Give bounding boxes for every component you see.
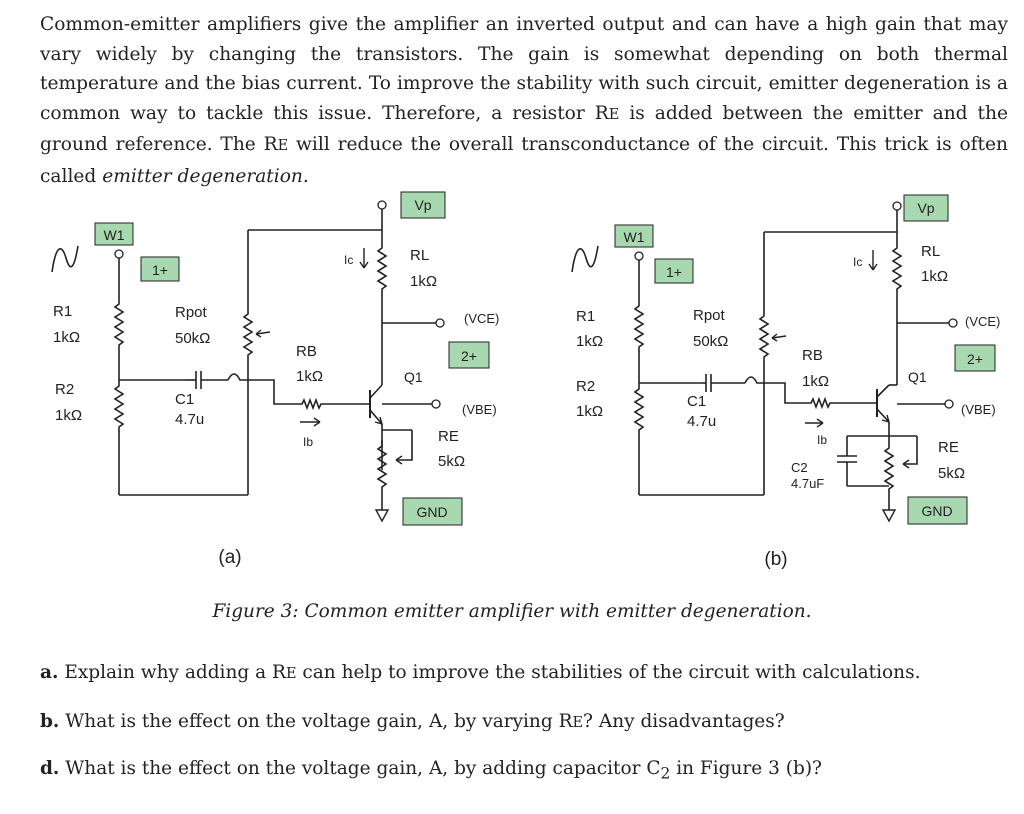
- question-a: a. Explain why adding a RE can help to i…: [40, 662, 921, 683]
- re-symbol: RE: [272, 662, 297, 683]
- sine-source-icon: [51, 245, 79, 273]
- gnd-label-box: [907, 496, 968, 525]
- circuit-b: W1 1+ R1 1kΩ R2 1kΩ C1 4.7u Rpot 50kΩ RB…: [571, 194, 1000, 570]
- re-value: 5kΩ: [438, 453, 465, 470]
- w1-label-box: [614, 224, 654, 248]
- re-symbol: RE: [263, 134, 289, 156]
- r2-label: R2: [576, 378, 595, 395]
- r1-value: 1kΩ: [53, 329, 80, 346]
- c2-label: C2: [791, 460, 808, 475]
- rpot-label: Rpot: [175, 304, 208, 321]
- question-d: d. What is the effect on the voltage gai…: [40, 758, 822, 783]
- ib-label: Ib: [817, 433, 827, 447]
- rl-value: 1kΩ: [410, 273, 437, 290]
- source-plus-box: [654, 258, 694, 284]
- rb-value: 1kΩ: [296, 368, 323, 385]
- source-plus-box: [140, 256, 180, 282]
- source-plus-label: 1+: [666, 264, 682, 280]
- r1-label: R1: [53, 303, 72, 320]
- ib-label: Ib: [303, 435, 313, 449]
- emitter-degeneration-term: emitter degeneration.: [102, 165, 309, 187]
- r1-value: 1kΩ: [576, 333, 603, 350]
- re-symbol: RE: [594, 102, 620, 124]
- w1-label: W1: [104, 227, 125, 243]
- r2-value: 1kΩ: [55, 407, 82, 424]
- vbe-label: (VBE): [961, 402, 996, 417]
- rpot-value: 50kΩ: [175, 330, 210, 347]
- c1-value: 4.7u: [687, 413, 716, 430]
- rb-label: RB: [802, 347, 823, 364]
- label-b: (b): [764, 549, 787, 570]
- gnd-label: GND: [416, 504, 447, 520]
- c2-value: 4.7uF: [791, 476, 824, 491]
- c1-value: 4.7u: [175, 411, 204, 428]
- rl-label: RL: [921, 243, 940, 260]
- w1-label: W1: [624, 229, 645, 245]
- rl-value: 1kΩ: [921, 268, 948, 285]
- circuit-a: W1 1+ R1 1kΩ R2 1kΩ C1 4.7u Rpot 50kΩ: [51, 191, 499, 568]
- vp-label-box: [400, 191, 446, 219]
- rpot-value: 50kΩ: [693, 333, 728, 350]
- intro-sentence-3: will reduce the overall transconductance…: [40, 134, 1008, 187]
- gnd-label: GND: [921, 503, 952, 519]
- rb-value: 1kΩ: [802, 373, 829, 390]
- rl-label: RL: [410, 247, 429, 264]
- ground-icon: [881, 509, 897, 523]
- q1-label: Q1: [404, 369, 423, 385]
- vp-label-box: [903, 194, 949, 222]
- source-plus-label: 1+: [152, 262, 168, 278]
- re-value: 5kΩ: [938, 465, 965, 482]
- sine-source-icon: [571, 245, 599, 273]
- re-label: RE: [438, 428, 459, 445]
- meter-plus-box: [954, 344, 996, 372]
- intro-sentence-1: Common-emitter amplifiers give the ampli…: [40, 14, 1008, 124]
- w1-label-box: [94, 222, 134, 246]
- ground-icon: [374, 509, 390, 523]
- figure-caption: Figure 3: Common emitter amplifier with …: [212, 601, 812, 622]
- vce-label: (VCE): [965, 314, 1000, 329]
- meter-plus-label: 2+: [461, 348, 477, 364]
- intro-sentence-2: is added between the emitter and the gro…: [40, 102, 1009, 156]
- vp-label: Vp: [414, 197, 431, 213]
- meter-plus-box: [448, 341, 490, 369]
- c1-label: C1: [175, 391, 194, 408]
- intro-paragraph: Common-emitter amplifiers give the ampli…: [40, 10, 1008, 192]
- ic-label: Ic: [344, 253, 353, 267]
- c1-label: C1: [687, 393, 706, 410]
- r2-value: 1kΩ: [576, 403, 603, 420]
- question-b: b. What is the effect on the voltage gai…: [40, 711, 785, 732]
- gnd-label-box: [402, 497, 463, 526]
- ic-label: Ic: [853, 255, 862, 269]
- q1-label: Q1: [908, 369, 927, 385]
- r2-label: R2: [55, 381, 74, 398]
- rb-label: RB: [296, 343, 317, 360]
- label-a: (a): [218, 547, 241, 568]
- vce-label: (VCE): [464, 311, 499, 326]
- re-symbol: RE: [558, 711, 584, 732]
- vbe-label: (VBE): [462, 402, 497, 417]
- meter-plus-label: 2+: [967, 351, 983, 367]
- vp-label: Vp: [917, 200, 934, 216]
- rpot-label: Rpot: [693, 307, 726, 324]
- re-label: RE: [938, 439, 959, 456]
- circuit-figure: W1 1+ R1 1kΩ R2 1kΩ C1 4.7u Rpot 50kΩ: [51, 191, 1000, 570]
- r1-label: R1: [576, 308, 595, 325]
